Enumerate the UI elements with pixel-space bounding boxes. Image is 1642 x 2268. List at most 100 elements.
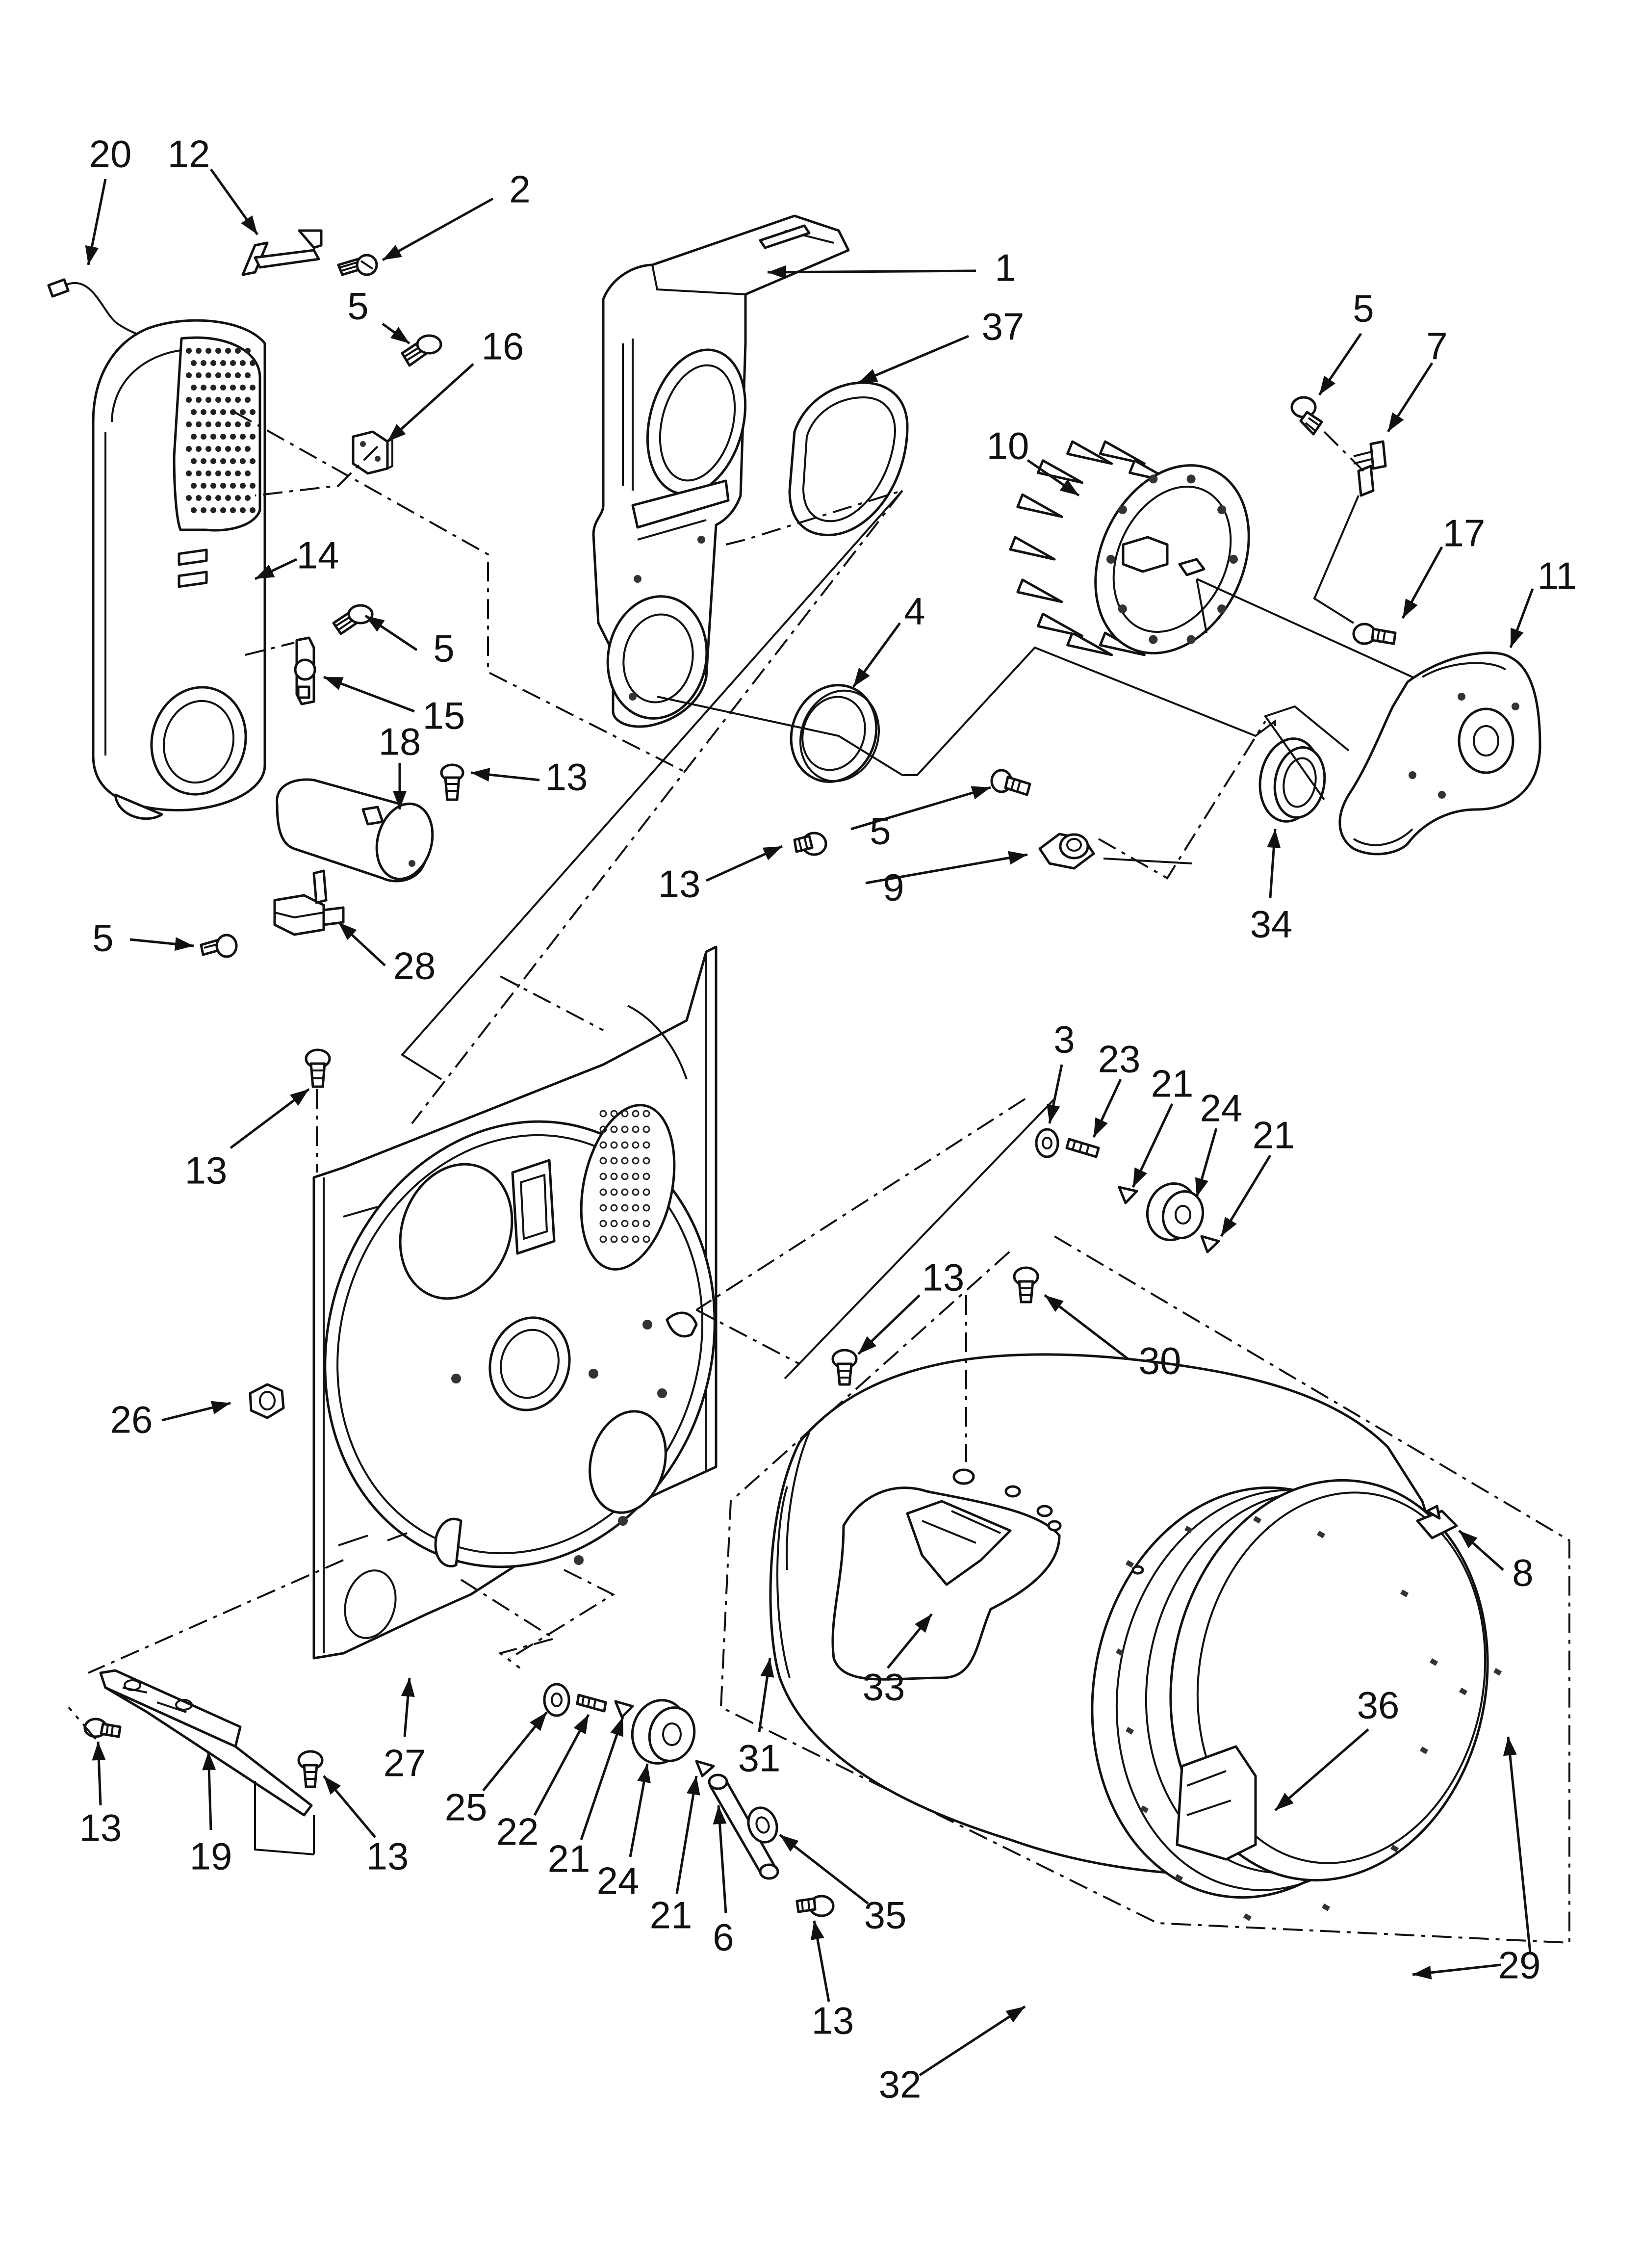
vent-hole — [599, 1125, 607, 1133]
callout-14: 14 — [297, 534, 339, 577]
fan-hole — [1106, 555, 1115, 564]
drum-slot — [1420, 1747, 1429, 1754]
callout-13: 13 — [812, 1999, 854, 2042]
grille-hole — [250, 385, 256, 391]
leader-arrowhead — [1008, 851, 1027, 865]
grille-hole — [205, 470, 211, 476]
fan-blade — [1066, 440, 1113, 465]
drum-slot — [1243, 1913, 1252, 1921]
callout-11: 11 — [1538, 554, 1577, 598]
grille-hole — [196, 397, 202, 403]
grille-hole — [215, 348, 221, 354]
callout-5: 5 — [1353, 287, 1374, 330]
leader-arrowhead — [1403, 598, 1418, 618]
leader-line — [919, 2005, 1026, 2077]
part-screw-13d — [831, 1349, 858, 1386]
part-shaft-23 — [1065, 1138, 1100, 1158]
grille-hole — [230, 507, 236, 513]
grille-hole — [205, 421, 211, 427]
leader-line — [1507, 1736, 1532, 1953]
grille-hole — [235, 470, 241, 476]
callout-18: 18 — [379, 720, 421, 763]
grille-hole — [215, 495, 221, 501]
callout-7: 7 — [1426, 325, 1447, 368]
grille-hole — [210, 434, 216, 440]
vent-hole — [642, 1173, 650, 1180]
part-screw-5e — [200, 934, 238, 958]
leader-line — [386, 363, 474, 443]
leader-arrowhead — [637, 1764, 651, 1783]
callout-5: 5 — [347, 285, 368, 328]
grille-hole — [196, 372, 202, 378]
part-seal-37 — [788, 381, 909, 536]
grille-hole — [245, 372, 251, 378]
callout-labels: 20 12 2 1 37 5 16 5 7 10 14 4 17 11 5 15… — [79, 132, 1577, 2106]
grille-hole — [210, 507, 216, 513]
vent-hole — [642, 1220, 650, 1227]
grille-hole — [240, 360, 246, 366]
callout-21: 21 — [548, 1837, 590, 1880]
leader-arrowhead — [290, 1089, 309, 1106]
vent-hole — [610, 1173, 618, 1180]
grille-hole — [240, 483, 246, 489]
grille-hole — [205, 348, 211, 354]
grille-hole — [215, 397, 221, 403]
leader-arrowhead — [1275, 1793, 1294, 1810]
leader-arrowhead — [1047, 1103, 1060, 1123]
callout-5: 5 — [433, 627, 454, 670]
grille-hole — [210, 385, 216, 391]
leader-arrowhead — [1319, 375, 1335, 395]
grille-hole — [230, 434, 236, 440]
callout-33: 33 — [863, 1666, 905, 1709]
vent-hole — [610, 1188, 618, 1196]
grille-hole — [205, 372, 211, 378]
leader-arrowhead — [393, 791, 407, 809]
grille-hole — [205, 495, 211, 501]
vent-hole — [632, 1235, 640, 1243]
callout-5: 5 — [92, 916, 113, 960]
drum-slot — [1175, 1874, 1183, 1882]
part-drum-32 — [769, 1353, 1502, 1921]
callout-13: 13 — [922, 1256, 965, 1299]
vent-hole — [632, 1220, 640, 1227]
grille-hole — [201, 483, 206, 489]
leader-arrowhead — [202, 1751, 216, 1771]
grille-hole — [210, 458, 216, 464]
part-support-19 — [99, 1669, 313, 1817]
grille-hole — [186, 372, 192, 378]
callout-5: 5 — [870, 809, 891, 853]
leader-arrowhead — [1267, 829, 1281, 848]
part-thermostat-15 — [294, 636, 316, 705]
part-roller-24b — [631, 1699, 696, 1765]
callout-13: 13 — [658, 862, 701, 906]
callout-17: 17 — [1443, 512, 1486, 555]
part-switch-28 — [273, 869, 345, 936]
vent-hole — [621, 1188, 629, 1196]
grille-hole — [196, 446, 202, 452]
grille-hole — [245, 397, 251, 403]
vent-hole — [621, 1125, 629, 1133]
leader-arrowhead — [768, 265, 787, 279]
grille-hole — [240, 409, 246, 415]
grille-hole — [191, 458, 197, 464]
vent-hole — [599, 1235, 607, 1243]
grille-hole — [225, 470, 231, 476]
callout-13: 13 — [545, 756, 588, 799]
fan-hole — [1229, 555, 1238, 564]
part-clip-21d — [695, 1760, 715, 1777]
leader-line — [580, 1717, 624, 1840]
callout-21: 21 — [1253, 1114, 1295, 1157]
leader-arrowhead — [760, 1658, 774, 1678]
grille-hole — [201, 385, 206, 391]
callout-32: 32 — [879, 2063, 922, 2106]
grille-hole — [250, 483, 256, 489]
leader-arrowhead — [1511, 627, 1524, 648]
vent-hole — [610, 1235, 618, 1243]
part-clip-7 — [1353, 440, 1387, 497]
drum-slot — [1126, 1560, 1134, 1568]
drum-slot — [1116, 1648, 1125, 1656]
part-washer-25 — [543, 1683, 570, 1717]
vent-hole — [621, 1220, 629, 1227]
leader-arrowhead — [365, 616, 385, 632]
callout-9: 9 — [883, 866, 904, 909]
